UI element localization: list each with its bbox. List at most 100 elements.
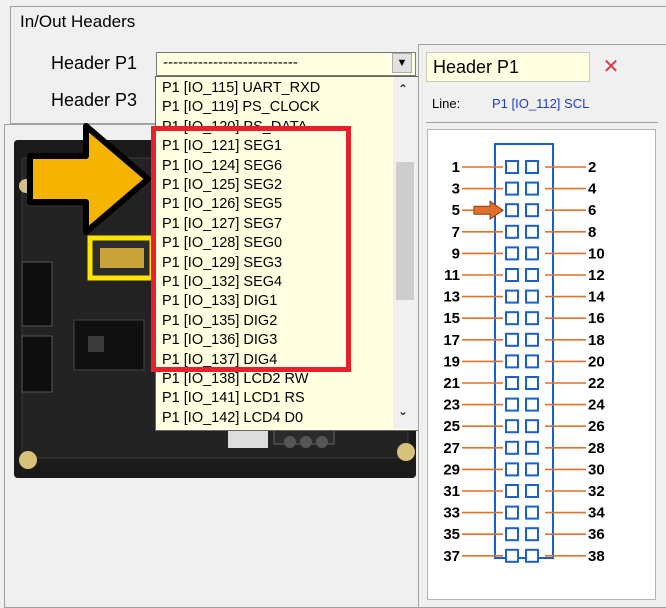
pin-number-right: 14	[588, 289, 605, 306]
pin-square-even[interactable]	[525, 268, 539, 282]
pin-number-left: 19	[443, 353, 460, 370]
combobox-dropdown-button[interactable]: ▼	[392, 53, 412, 73]
header-p1-label: Header P1	[51, 53, 138, 73]
pin-square-odd[interactable]	[505, 419, 519, 434]
pin-square-odd[interactable]	[505, 548, 519, 563]
pin-number-left: 33	[443, 505, 460, 522]
dropdown-item[interactable]: P1 [IO_135] DIG2	[162, 312, 278, 329]
pin-square-even[interactable]	[525, 548, 539, 563]
pin-number-left: 21	[443, 375, 460, 392]
dropdown-item[interactable]: P1 [IO_126] SEG5	[162, 196, 283, 213]
dropdown-item[interactable]: P1 [IO_138] LCD2 RW	[162, 371, 309, 387]
pin-number-left: 35	[443, 526, 460, 543]
pin-square-odd[interactable]	[505, 160, 519, 174]
pin-square-even[interactable]	[525, 419, 539, 434]
popup-title: Header P1	[426, 52, 590, 82]
pin-number-left: 37	[443, 548, 460, 565]
pin-square-even[interactable]	[525, 440, 539, 455]
dropdown-item[interactable]: P1 [IO_136] DIG3	[162, 332, 278, 349]
pin-square-even[interactable]	[525, 181, 539, 196]
pin-square-odd[interactable]	[505, 289, 519, 304]
pin-square-even[interactable]	[525, 224, 539, 239]
dropdown-item[interactable]: P1 [IO_121] SEG1	[162, 138, 283, 155]
pin-square-even[interactable]	[525, 484, 539, 498]
pin-number-right: 4	[588, 181, 597, 198]
dropdown-item[interactable]: P1 [IO_142] LCD4 D0	[162, 409, 304, 426]
pin-number-right: 28	[588, 440, 605, 457]
pin-number-left: 13	[443, 289, 460, 306]
dropdown-item[interactable]: P1 [IO_133] DIG1	[162, 293, 278, 310]
dropdown-item[interactable]: P1 [IO_141] LCD1 RS	[162, 390, 305, 407]
pin-number-right: 18	[588, 332, 605, 349]
pin-square-odd[interactable]	[505, 332, 519, 347]
dropdown-item[interactable]: P1 [IO_125] SEG2	[162, 177, 283, 193]
pin-number-right: 10	[588, 245, 605, 262]
dropdown-item[interactable]: P1 [IO_119] PS_CLOCK	[162, 99, 320, 116]
pin-square-odd[interactable]	[505, 181, 519, 196]
scroll-down-icon[interactable]: ⌄	[398, 404, 409, 418]
highlight-box	[151, 126, 351, 372]
pin-square-odd[interactable]	[505, 354, 519, 369]
pin-square-even[interactable]	[525, 332, 539, 347]
pin-square-odd[interactable]	[505, 311, 519, 326]
pin-square-odd[interactable]	[505, 246, 519, 261]
dropdown-item[interactable]: P1 [IO_132] SEG4	[162, 274, 283, 290]
pin-square-odd[interactable]	[505, 440, 519, 455]
dropdown-item[interactable]: P1 [IO_115] UART_RXD	[162, 80, 321, 96]
line-value: P1 [IO_112] SCL	[492, 96, 590, 111]
pin-number-right: 16	[588, 310, 605, 327]
pin-square-odd[interactable]	[505, 527, 519, 542]
pin-square-odd[interactable]	[505, 397, 519, 412]
dropdown-item[interactable]: P1 [IO_127] SEG7	[162, 215, 283, 232]
pin-number-right: 36	[588, 526, 605, 543]
header-p1-combobox[interactable]: ---------------------------	[156, 52, 416, 76]
close-icon[interactable]: ✕	[602, 56, 620, 78]
pin-square-even[interactable]	[525, 160, 539, 174]
pin-square-even[interactable]	[525, 462, 539, 477]
pin-number-right: 34	[588, 505, 605, 522]
pin-square-odd[interactable]	[505, 462, 519, 477]
pin-number-right: 2	[588, 159, 596, 176]
pin-number-left: 17	[443, 332, 460, 349]
pin-number-right: 20	[588, 353, 605, 370]
pin-square-odd[interactable]	[505, 268, 519, 282]
pin-square-odd[interactable]	[505, 203, 519, 218]
pin-square-even[interactable]	[525, 246, 539, 261]
dropdown-scroll-thumb[interactable]	[396, 162, 414, 300]
pin-number-right: 12	[588, 267, 605, 284]
pin-square-even[interactable]	[525, 203, 539, 218]
pin-number-right: 24	[588, 397, 605, 414]
pin-number-left: 5	[452, 202, 460, 219]
pin-square-even[interactable]	[525, 527, 539, 542]
dropdown-item[interactable]: P1 [IO_137] DIG4	[162, 351, 278, 368]
pin-number-left: 7	[452, 224, 460, 241]
pin-number-left: 15	[443, 310, 460, 327]
pin-number-left: 31	[443, 483, 460, 500]
scroll-up-icon[interactable]: ⌃	[398, 82, 409, 96]
pin-number-right: 26	[588, 418, 605, 435]
popup-separator	[426, 122, 658, 123]
pin-square-even[interactable]	[525, 397, 539, 412]
pin-square-even[interactable]	[525, 289, 539, 304]
dropdown-item[interactable]: P1 [IO_124] SEG6	[162, 157, 283, 174]
pin-number-left: 25	[443, 418, 460, 435]
pin-number-right: 38	[588, 548, 605, 565]
pin-square-even[interactable]	[525, 311, 539, 326]
pin-square-even[interactable]	[525, 505, 539, 520]
pin-number-left: 3	[452, 181, 460, 198]
line-label: Line:	[432, 96, 461, 111]
pin-square-odd[interactable]	[505, 224, 519, 239]
pin-square-even[interactable]	[525, 376, 539, 390]
pin-square-even[interactable]	[525, 354, 539, 369]
pin-square-odd[interactable]	[505, 376, 519, 390]
pin-number-left: 1	[452, 159, 460, 176]
dropdown-item[interactable]: P1 [IO_129] SEG3	[162, 254, 283, 271]
pin-square-odd[interactable]	[505, 505, 519, 520]
yellow-arrow-icon	[27, 123, 151, 235]
pin-number-left: 11	[444, 267, 460, 284]
pin-square-odd[interactable]	[505, 484, 519, 498]
dropdown-item[interactable]: P1 [IO_128] SEG0	[162, 235, 283, 252]
pin-number-right: 22	[588, 375, 605, 392]
pin-number-right: 8	[588, 224, 596, 241]
